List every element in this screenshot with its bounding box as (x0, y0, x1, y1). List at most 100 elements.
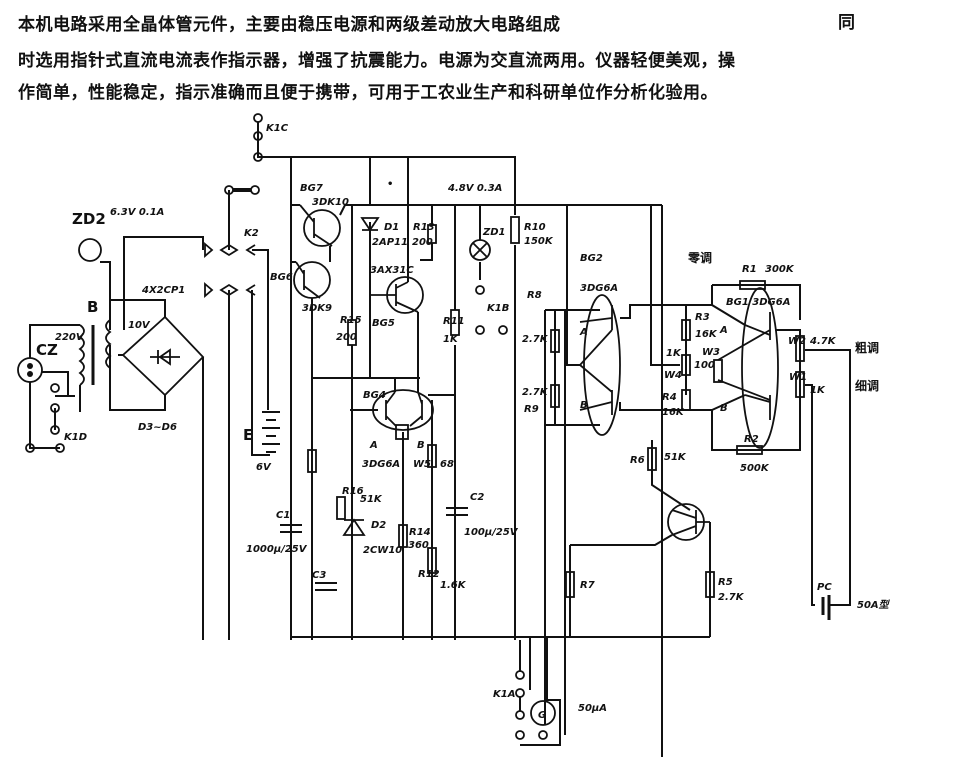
label-bg7-type: 3DK10 (312, 197, 349, 208)
label-bg2-type: 3DG6A (580, 283, 618, 294)
label-r16-val: 51K (360, 494, 383, 505)
label-zd1: ZD1 (482, 227, 506, 238)
label-r6: R6 (630, 455, 645, 466)
label-r4: R4 (662, 392, 677, 403)
r16-resistor (336, 496, 346, 520)
label-w2-val: 4.7K (809, 336, 837, 347)
label-bg4-type: 3DG6A (362, 459, 400, 470)
label-220v: 220V (55, 332, 85, 343)
label-r3-val: 16K (695, 329, 718, 340)
label-r9: R9 (524, 404, 539, 415)
label-d2-type: 2CW10 (363, 545, 402, 556)
d2-zener (342, 518, 366, 536)
c3-capacitor (315, 582, 337, 591)
resistor (307, 449, 317, 473)
label-c1-val: 1000μ/25V (246, 544, 308, 555)
label-r11: R11 (443, 316, 465, 327)
w5-potentiometer (427, 444, 437, 468)
bg2-transistor (583, 294, 621, 436)
terminals (25, 113, 548, 740)
label-k1c: K1C (266, 123, 289, 134)
label-r3: R3 (695, 312, 710, 323)
c1-capacitor (280, 524, 302, 533)
label-r16: R16 (342, 486, 364, 497)
label-r12-val: 1.6K (440, 580, 467, 591)
wires (29, 122, 851, 757)
label-d3-d6: D3~D6 (138, 422, 177, 433)
label-r5: R5 (718, 577, 733, 588)
label-r1-val: 300K (765, 264, 795, 275)
bg4-transistor (372, 389, 434, 431)
label-cz: CZ (36, 341, 58, 359)
r5-resistor (705, 571, 715, 598)
transformer-secondary (105, 319, 112, 369)
label-r11-val: 1K (443, 334, 459, 345)
label-r15-val: 200 (336, 332, 357, 343)
label-fine-adjust: 细调 (855, 378, 879, 393)
components (17, 204, 831, 726)
label-w5-val: 68 (440, 459, 454, 470)
label-r14-val: 360 (408, 540, 429, 551)
label-bg1-a: A (719, 325, 728, 336)
w4-potentiometer (681, 354, 691, 376)
label-r15: R15 (340, 315, 362, 326)
label-bg1-b: B (720, 403, 728, 414)
label-r13: R13 (413, 222, 435, 233)
r9-resistor (550, 384, 560, 408)
pc-cell-icon (821, 595, 831, 620)
label-r6-val: 51K (664, 452, 687, 463)
transformer-primary (78, 324, 85, 386)
label-meter-range: 50μA (578, 703, 607, 714)
label-bg2-a: A (579, 327, 588, 338)
label-bridge: 4X2CP1 (141, 285, 185, 296)
label-k2: K2 (244, 228, 259, 239)
label-bg1: BG1 3DG6A (726, 297, 790, 308)
label-r2-val: 500K (740, 463, 770, 474)
bridge-rectifier (121, 315, 205, 397)
label-w3: W3 (702, 347, 720, 358)
label-bg2: BG2 (580, 253, 603, 264)
description-line-1-tail: 同 (838, 13, 855, 33)
bg6-transistor (293, 261, 331, 299)
label-zd1-rating: 4.8V 0.3A (447, 183, 502, 194)
label-r1: R1 (742, 264, 757, 275)
label-coarse-adjust: 粗调 (855, 340, 879, 355)
label-bg6-type: 3DK9 (302, 303, 332, 314)
label-b: B (87, 298, 98, 316)
description-line-1: 本机电路采用全晶体管元件，主要由稳压电源和两级差动放大电路组成 (18, 15, 561, 35)
label-k1a: K1A (493, 689, 515, 700)
zd2-lamp-icon (78, 238, 102, 262)
r1-resistor (739, 280, 766, 290)
label-bg5-type: 3AX31C (370, 265, 414, 276)
labels: K1C ZD2 6.3V 0.1A B 220V CZ K1D 4X2CP1 1… (36, 123, 891, 721)
label-bg2-b: B (580, 400, 588, 411)
label-r13-val: 200 (412, 237, 433, 248)
r2-resistor (736, 445, 763, 455)
label-d1-type: 2AP11 (372, 237, 408, 248)
r12-resistor (427, 547, 437, 574)
label-d2: D2 (371, 520, 386, 531)
meter-g-icon (530, 700, 556, 726)
label-pc-type: 50A型 (857, 599, 891, 611)
label-bg4: BG4 (363, 390, 386, 401)
label-c1: C1 (276, 510, 290, 521)
r3-resistor (681, 319, 691, 341)
label-w5: W5 (413, 459, 431, 470)
d1-diode (360, 217, 380, 232)
label-r2: R2 (744, 434, 759, 445)
label-w1-val: 1K (810, 385, 826, 396)
description-line-3: 作简单，性能稳定，指示准确而且便于携带，可用于工农业生产和科研单位作分析化验用。 (18, 83, 718, 103)
label-d1: D1 (384, 222, 399, 233)
k2-switch[interactable] (204, 242, 256, 298)
label-pc: PC (817, 582, 832, 593)
label-bg4-b: B (417, 440, 425, 451)
battery-e-icon (262, 411, 280, 453)
label-c3: C3 (312, 570, 326, 581)
description-line-2: 时选用指针式直流电流表作指示器，增强了抗震能力。电源为交直流两用。仪器轻便美观，… (18, 51, 736, 71)
label-w3-val: 100 (694, 360, 715, 371)
r10-resistor (510, 216, 520, 244)
label-e: E (243, 426, 253, 444)
label-r8-val: 2.7K (522, 334, 549, 345)
label-r10-val: 150K (524, 236, 554, 247)
label-meter-g: G (538, 710, 546, 721)
